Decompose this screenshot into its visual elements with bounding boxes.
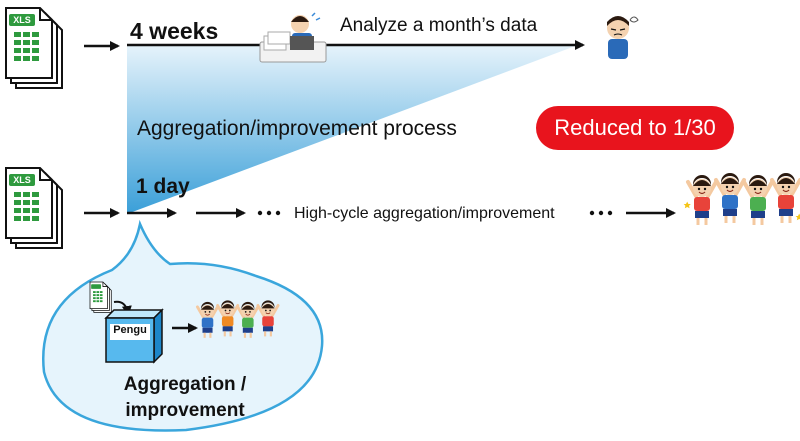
pengu-box-icon [104, 308, 164, 364]
process-label: Aggregation/improvement process [137, 117, 457, 140]
ellipsis-right [589, 210, 613, 216]
xls-label-top: XLS [13, 15, 31, 25]
pengu-box-label: Pengu [113, 324, 147, 336]
high-cycle-label: High-cycle aggregation/improvement [294, 205, 555, 222]
one-day-label: 1 day [136, 175, 190, 198]
xls-label-bottom: XLS [13, 175, 31, 185]
stressed-worker-icon [259, 12, 327, 63]
reduction-wedge [127, 45, 578, 214]
bubble-caption-line-2: improvement [125, 400, 245, 421]
ellipsis-left [257, 210, 281, 216]
four-weeks-label: 4 weeks [130, 18, 219, 44]
bubble-caption-line-1: Aggregation / [123, 374, 247, 395]
happy-group-icon [683, 171, 800, 227]
reduction-badge: Reduced to 1/30 [536, 106, 734, 150]
bubble-caption: Aggregation / improvement [110, 372, 260, 424]
tired-person-icon [607, 16, 639, 59]
analyze-month-label: Analyze a month’s data [340, 15, 538, 36]
